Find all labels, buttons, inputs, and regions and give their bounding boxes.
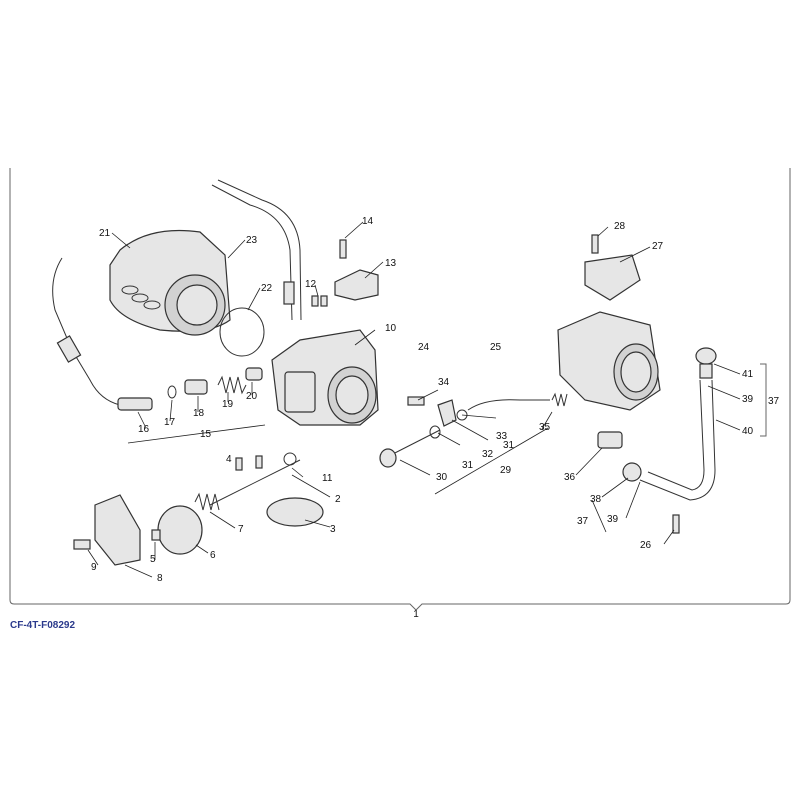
butterfly-plate: [266, 497, 324, 527]
callout-33: 33: [496, 431, 508, 442]
callout-labels: 1 2 3 4 5 6 7 8 9 10 11 12 13 14 15 16 1…: [91, 216, 780, 620]
callout-22: 22: [261, 283, 273, 294]
callout-2: 2: [335, 494, 341, 505]
callout-31a: 31: [462, 460, 474, 471]
callout-11: 11: [322, 473, 333, 484]
throttle-cable: [52, 257, 153, 411]
callout-25: 25: [490, 342, 502, 353]
callout-28: 28: [614, 221, 626, 232]
callout-4: 4: [226, 454, 232, 465]
throttle-body: [271, 329, 379, 426]
callout-15: 15: [200, 429, 212, 440]
callout-37b: 37: [577, 516, 589, 527]
callout-1: 1: [413, 609, 419, 620]
callout-37a: 37: [768, 396, 780, 407]
callout-23: 23: [246, 235, 258, 246]
callout-26: 26: [640, 540, 652, 551]
second-throttle-body: [557, 234, 661, 411]
callout-40: 40: [742, 426, 754, 437]
callout-38: 38: [590, 494, 602, 505]
callout-21: 21: [99, 228, 111, 239]
callout-39b: 39: [742, 394, 754, 405]
idle-adjust-parts: [167, 367, 263, 399]
idle-valve-parts: [379, 392, 568, 468]
callout-19: 19: [222, 399, 234, 410]
callout-10: 10: [385, 323, 397, 334]
callout-9: 9: [91, 562, 97, 573]
o-ring: [219, 307, 265, 357]
pulley-and-cover: [73, 492, 220, 566]
callout-32: 32: [482, 449, 494, 460]
callout-39a: 39: [607, 514, 619, 525]
callout-12: 12: [305, 279, 317, 290]
callout-13: 13: [385, 258, 397, 269]
callout-3: 3: [330, 524, 336, 535]
callout-8: 8: [157, 573, 163, 584]
callout-6: 6: [210, 550, 216, 561]
throttle-shaft: [209, 452, 301, 506]
callout-29: 29: [500, 465, 512, 476]
callout-5: 5: [150, 554, 156, 565]
callout-27: 27: [652, 241, 664, 252]
callout-16: 16: [138, 424, 150, 435]
group-bracket-1: [9, 168, 791, 611]
callout-20: 20: [246, 391, 258, 402]
callout-18: 18: [193, 408, 205, 419]
callout-34: 34: [438, 377, 450, 388]
leader-lines: [87, 221, 767, 578]
tps-parts: [311, 239, 379, 307]
air-filter-housing: [109, 229, 231, 336]
callout-7: 7: [238, 524, 244, 535]
callout-30: 30: [436, 472, 448, 483]
callout-14: 14: [362, 216, 374, 227]
callout-24: 24: [418, 342, 430, 353]
callout-41: 41: [742, 369, 754, 380]
hose-fittings: [597, 347, 717, 534]
callout-31b: 31: [503, 440, 515, 451]
callout-35: 35: [539, 422, 551, 433]
diagram-reference-code: CF-4T-F08292: [10, 620, 76, 631]
callout-17: 17: [164, 417, 176, 428]
callout-36: 36: [564, 472, 576, 483]
upper-cables: [211, 179, 302, 321]
